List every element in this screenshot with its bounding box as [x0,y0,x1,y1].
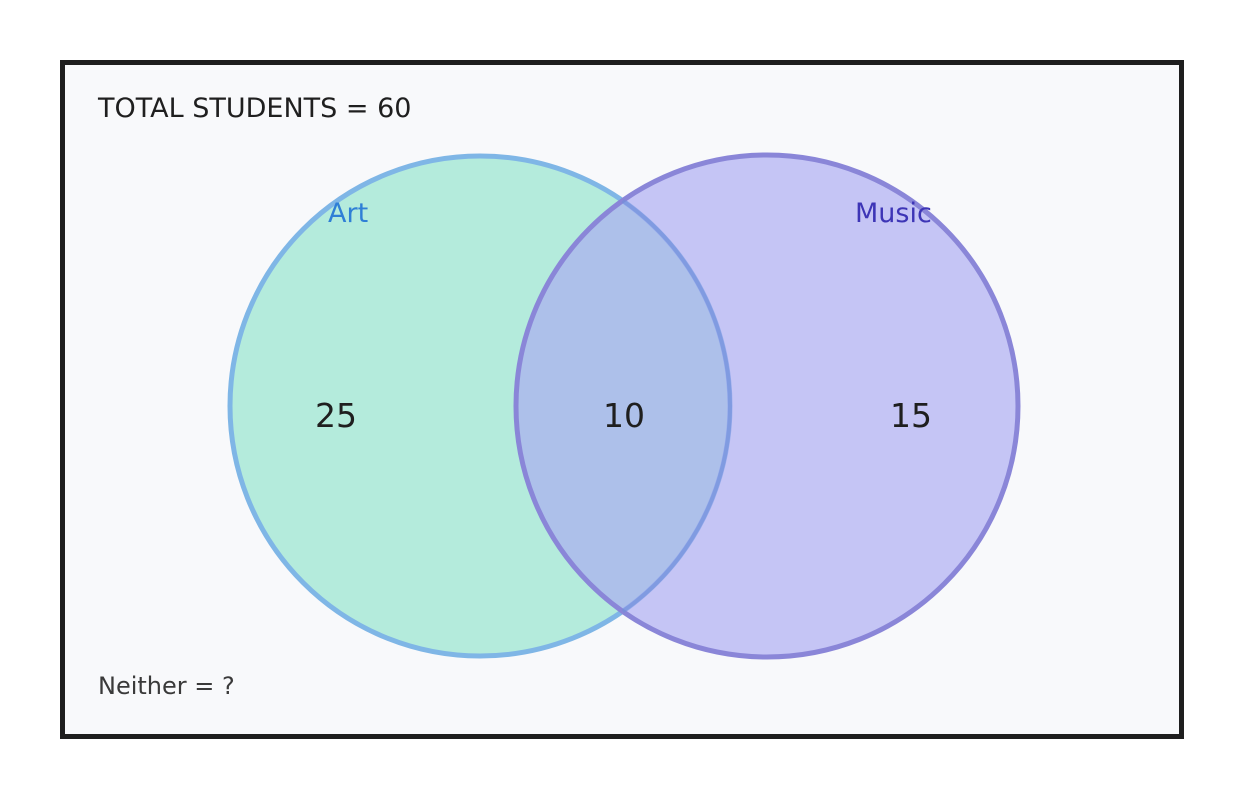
music-set-label: Music [855,198,932,229]
music-circle [513,152,1021,660]
art-only-count: 25 [315,396,357,435]
intersection-outline [621,199,732,613]
total-students-title: TOTAL STUDENTS = 60 [97,93,411,124]
neither-label: Neither = ? [98,672,235,700]
music-only-count: 15 [890,396,932,435]
intersection-count: 10 [603,396,645,435]
art-set-label: Art [328,198,368,229]
